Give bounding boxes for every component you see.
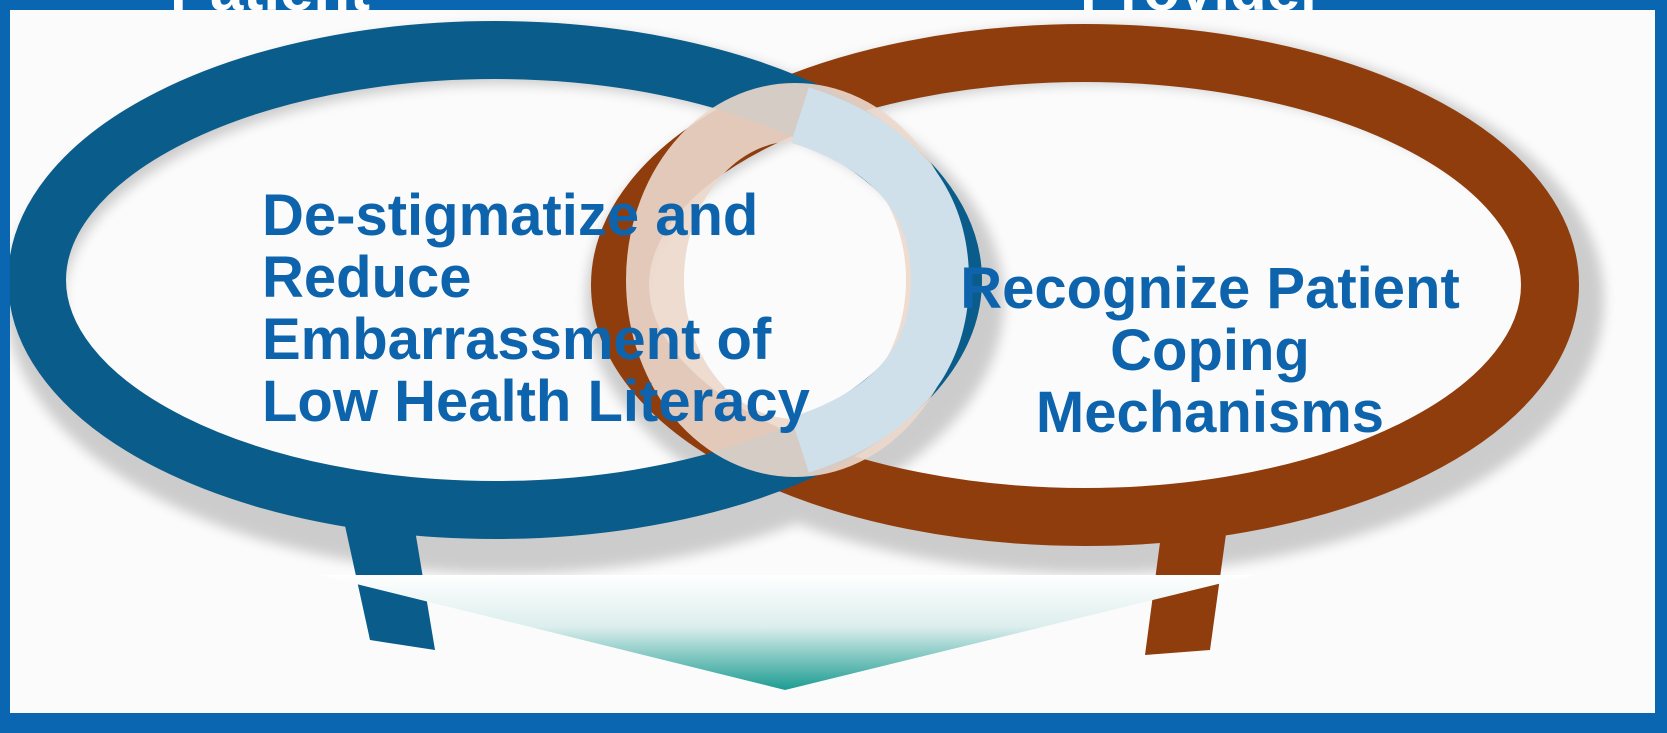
down-arrow-icon bbox=[320, 575, 1255, 690]
top-label-left: Patient bbox=[170, 0, 370, 20]
venn-bubbles bbox=[10, 21, 1604, 690]
left-bubble-text: De-stigmatize and Reduce Embarrassment o… bbox=[262, 183, 810, 434]
diagram-canvas: De-stigmatize and Reduce Embarrassment o… bbox=[10, 10, 1655, 713]
right-bubble-ring bbox=[591, 24, 1579, 546]
overlap-ring bbox=[626, 83, 970, 477]
right-bubble-text: Recognize Patient Coping Mechanisms bbox=[960, 256, 1460, 445]
top-label-right: Provider bbox=[1080, 0, 1323, 20]
